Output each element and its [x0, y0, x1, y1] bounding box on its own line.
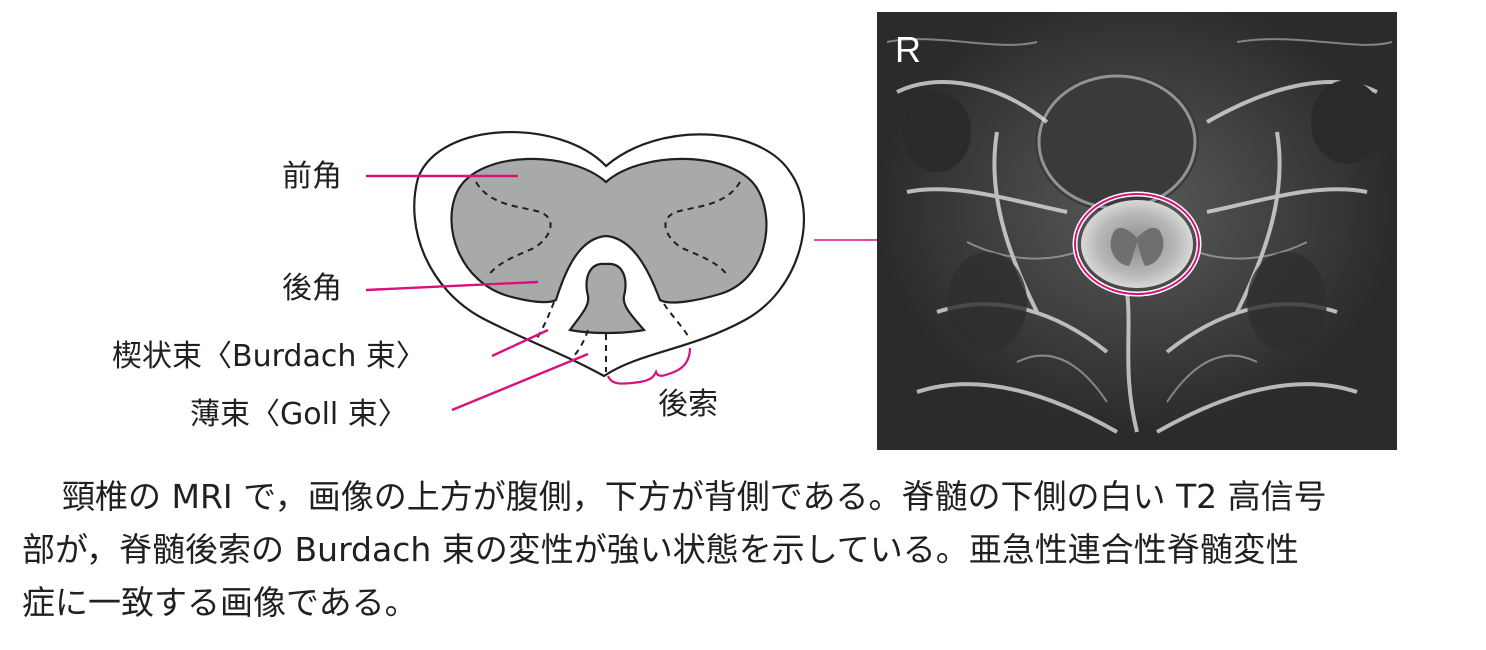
label-anterior-horn: 前角 — [282, 159, 342, 194]
posterior-gray-blob — [568, 262, 647, 335]
burdach-boundary-right — [663, 303, 689, 337]
leader-goll — [451, 352, 589, 412]
goll-boundary-left — [571, 329, 589, 359]
gray-matter — [450, 157, 768, 304]
spinal-cord-diagram — [365, 131, 880, 412]
caption-line-3: 症に一致する画像である。 — [22, 583, 418, 622]
figure: 前角 後角 楔状束〈Burdach 束〉 薄束〈Goll 束〉 後索 — [112, 12, 1397, 450]
caption: 頸椎の MRI で，画像の上方が腹側，下方が背側である。脊髄の下側の白い T2 … — [22, 470, 1472, 629]
mri-image — [877, 12, 1397, 450]
caption-line-2: 部が，脊髄後索の Burdach 束の変性が強い状態を示している。亜急性連合性脊… — [22, 530, 1299, 569]
posterior-column-brace — [606, 347, 692, 385]
burdach-boundary-left — [535, 301, 555, 341]
leader-posterior-horn — [365, 280, 539, 292]
label-goll: 薄束〈Goll 束〉 — [190, 397, 408, 432]
label-posterior-column: 後索 — [658, 387, 718, 422]
label-burdach: 楔状束〈Burdach 束〉 — [112, 339, 426, 374]
anterior-horn-boundary-right — [664, 181, 741, 277]
label-posterior-horn: 後角 — [282, 271, 342, 306]
mri-orientation-marker: R — [895, 29, 921, 70]
caption-line-1: 頸椎の MRI で，画像の上方が腹側，下方が背側である。脊髄の下側の白い T2 … — [62, 477, 1327, 516]
anterior-horn-boundary-left — [475, 181, 552, 277]
leader-burdach — [491, 328, 549, 358]
